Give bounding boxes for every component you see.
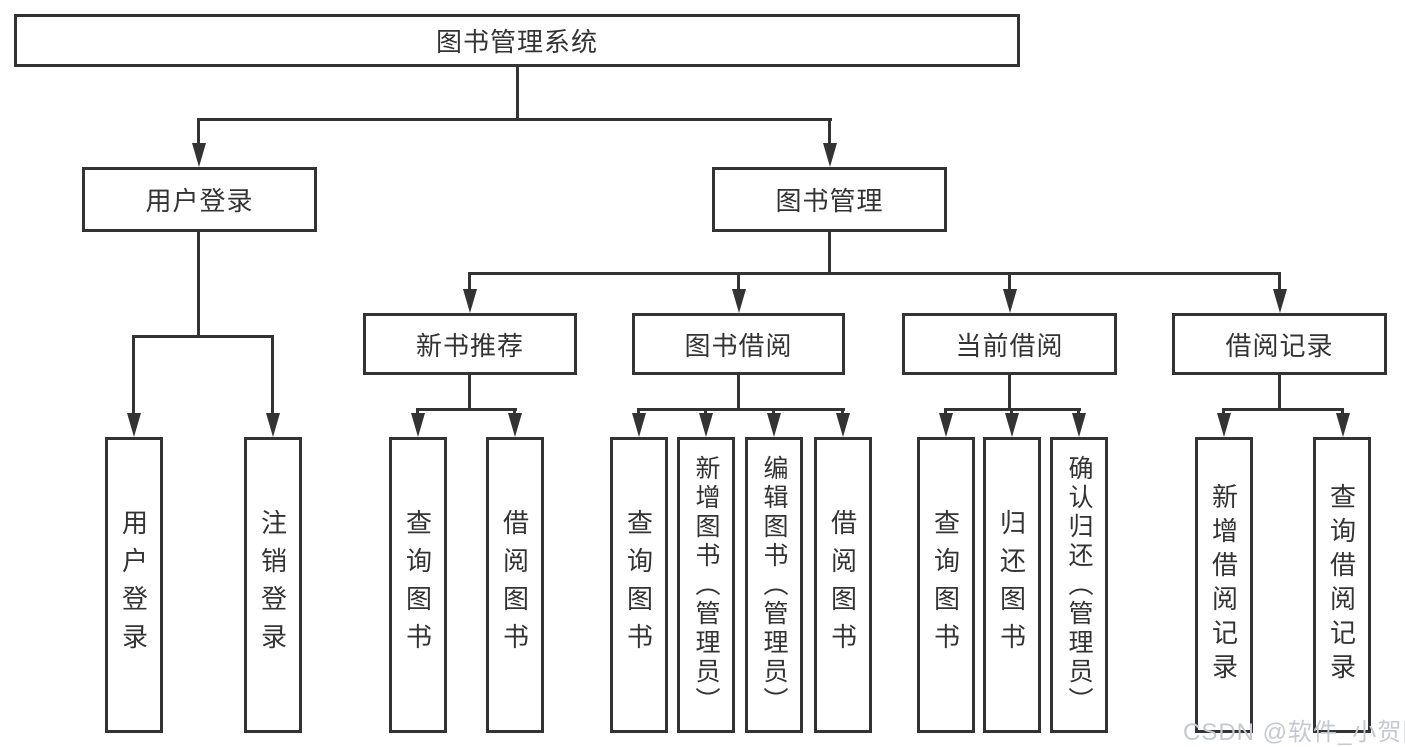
connector-line — [944, 408, 947, 416]
arrow-down-icon — [699, 413, 713, 437]
leaf-query-book-3: 查询图书 — [917, 437, 975, 733]
leaf-query-borrow-record: 查询借阅记录 — [1313, 437, 1371, 733]
leaf-confirm-return-admin-label: 确认归还（管理员） — [1065, 454, 1093, 716]
arrow-down-icon — [1273, 289, 1287, 313]
connector-line — [1008, 272, 1011, 292]
arrow-down-icon — [1005, 413, 1019, 437]
leaf-borrow-book-1-label: 借阅图书 — [499, 509, 530, 661]
node-user-login-label: 用户登录 — [145, 186, 254, 216]
node-root-label: 图书管理系统 — [435, 27, 598, 57]
leaf-confirm-return-admin: 确认归还（管理员） — [1050, 437, 1108, 733]
connector-line — [468, 272, 1280, 275]
connector-line — [828, 118, 831, 148]
arrow-down-icon — [127, 413, 141, 437]
connector-line — [468, 272, 471, 292]
connector-line — [828, 232, 831, 275]
connector-line — [1010, 408, 1013, 416]
leaf-add-book-admin-label: 新增图书（管理员） — [692, 454, 720, 716]
leaf-query-book-3-label: 查询图书 — [930, 509, 961, 661]
node-current-borrow: 当前借阅 — [902, 313, 1117, 375]
arrow-down-icon — [836, 413, 850, 437]
arrow-down-icon — [939, 413, 953, 437]
node-borrow-record-label: 借阅记录 — [1225, 330, 1334, 361]
csdn-watermark: CSDN @软件_小贺同学 — [1183, 719, 1405, 746]
leaf-logout: 注销登录 — [244, 437, 302, 733]
arrow-down-icon — [767, 413, 781, 437]
leaf-query-book-2-label: 查询图书 — [623, 509, 654, 661]
arrow-down-icon — [1072, 413, 1086, 437]
node-root: 图书管理系统 — [14, 14, 1020, 67]
connector-line — [1278, 375, 1281, 411]
node-new-book-recommend-label: 新书推荐 — [415, 330, 524, 361]
node-book-borrow-label: 图书借阅 — [684, 330, 793, 361]
node-new-book-recommend: 新书推荐 — [363, 313, 577, 375]
leaf-edit-book-admin: 编辑图书（管理员） — [745, 437, 803, 733]
connector-line — [197, 118, 200, 148]
leaf-return-book-label: 归还图书 — [996, 509, 1027, 661]
leaf-edit-book-admin-label: 编辑图书（管理员） — [760, 454, 788, 716]
node-borrow-record: 借阅记录 — [1172, 313, 1387, 375]
leaf-user-login-label: 用户登录 — [118, 509, 149, 661]
connector-line — [513, 408, 516, 416]
connector-line — [516, 67, 519, 118]
leaf-add-borrow-record-label: 新增借阅记录 — [1208, 483, 1239, 687]
node-user-login: 用户登录 — [82, 167, 317, 232]
connector-line — [133, 335, 274, 338]
arrow-down-icon — [463, 289, 477, 313]
node-current-borrow-label: 当前借阅 — [955, 330, 1064, 361]
node-book-borrow: 图书借阅 — [632, 313, 845, 375]
connector-line — [1278, 272, 1281, 292]
connector-line — [1008, 375, 1011, 411]
arrow-down-icon — [632, 413, 646, 437]
leaf-add-book-admin: 新增图书（管理员） — [677, 437, 735, 733]
connector-line — [1341, 408, 1344, 416]
leaf-borrow-book-1: 借阅图书 — [486, 437, 544, 733]
leaf-query-book-1: 查询图书 — [389, 437, 447, 733]
connector-line — [737, 375, 740, 411]
leaf-query-book-2: 查询图书 — [610, 437, 668, 733]
arrow-down-icon — [1336, 413, 1350, 437]
connector-line — [1222, 408, 1344, 411]
node-book-management: 图书管理 — [712, 167, 947, 232]
connector-line — [271, 335, 274, 416]
connector-line — [637, 408, 845, 411]
connector-line — [772, 408, 775, 416]
leaf-user-login: 用户登录 — [105, 437, 163, 733]
connector-line — [1222, 408, 1225, 416]
connector-line — [132, 335, 135, 416]
leaf-query-book-1-label: 查询图书 — [402, 509, 433, 661]
connector-line — [637, 408, 640, 416]
leaf-return-book: 归还图书 — [983, 437, 1041, 733]
leaf-borrow-book-2: 借阅图书 — [814, 437, 872, 733]
connector-line — [198, 118, 832, 121]
arrow-down-icon — [1217, 413, 1231, 437]
arrow-down-icon — [192, 143, 206, 167]
arrow-down-icon — [1003, 289, 1017, 313]
leaf-logout-label: 注销登录 — [257, 509, 288, 661]
connector-line — [737, 272, 740, 292]
leaf-add-borrow-record: 新增借阅记录 — [1195, 437, 1253, 733]
arrow-down-icon — [732, 289, 746, 313]
arrow-down-icon — [508, 413, 522, 437]
leaf-borrow-book-2-label: 借阅图书 — [827, 509, 858, 661]
connector-line — [416, 408, 419, 416]
node-book-management-label: 图书管理 — [775, 186, 884, 216]
arrow-down-icon — [823, 143, 837, 167]
connector-line — [841, 408, 844, 416]
connector-line — [197, 232, 200, 335]
arrow-down-icon — [266, 413, 280, 437]
arrow-down-icon — [411, 413, 425, 437]
connector-line — [704, 408, 707, 416]
leaf-query-borrow-record-label: 查询借阅记录 — [1326, 483, 1357, 687]
connector-line — [468, 375, 471, 411]
connector-line — [1077, 408, 1080, 416]
connector-line — [417, 408, 517, 411]
